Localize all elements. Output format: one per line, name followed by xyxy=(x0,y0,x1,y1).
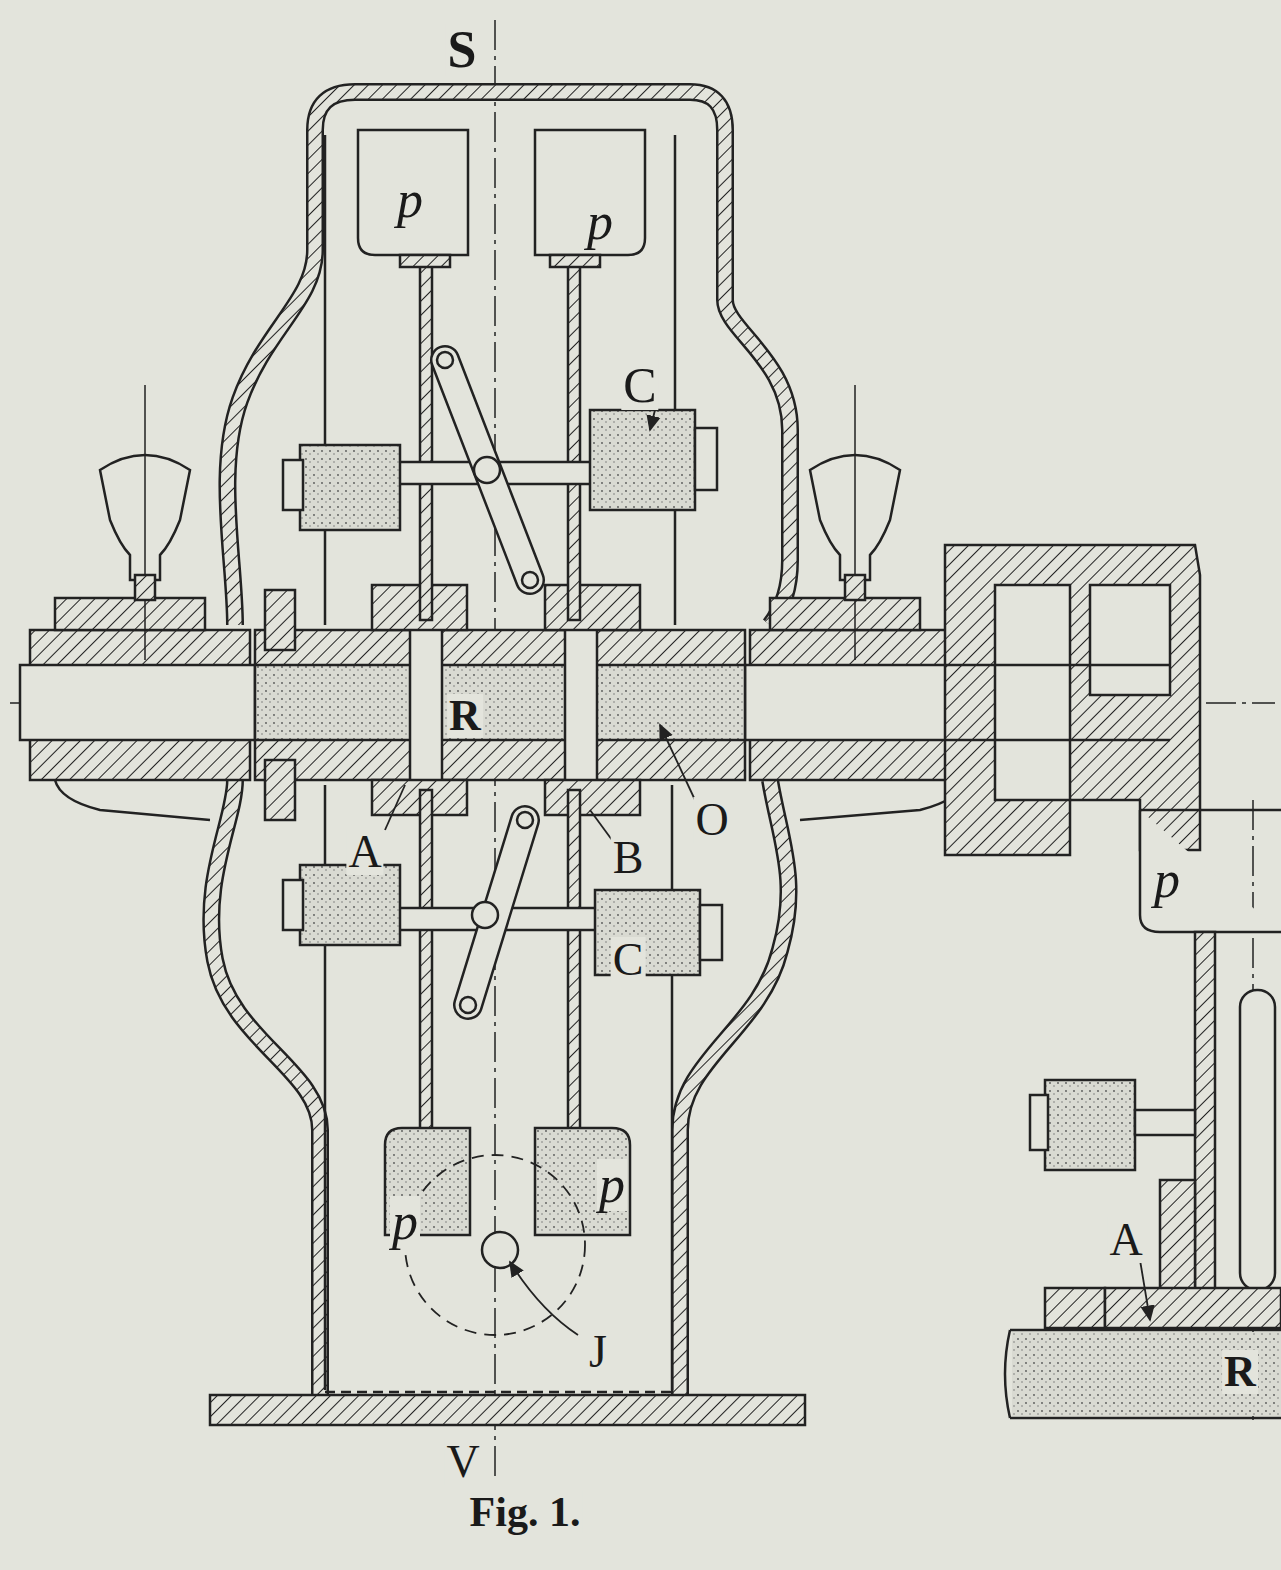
part-letter: B xyxy=(611,835,646,881)
part-letter: C xyxy=(611,937,646,983)
part-letter: A xyxy=(346,829,383,875)
figure-caption: Fig. 1. xyxy=(468,1491,583,1533)
part-letter: p xyxy=(395,174,425,226)
part-letter: R xyxy=(1222,1350,1258,1394)
part-letter: V xyxy=(444,1439,481,1485)
part-letter: R xyxy=(447,694,483,738)
part-letter: p xyxy=(390,1196,420,1248)
part-letter: A xyxy=(1107,1217,1144,1263)
part-letter: p xyxy=(585,196,615,248)
part-letter: S xyxy=(446,24,479,76)
part-letter: J xyxy=(587,1329,609,1375)
part-letter: p xyxy=(1152,854,1182,906)
part-letter: p xyxy=(597,1159,627,1211)
part-letter: O xyxy=(693,797,730,843)
part-letter: C xyxy=(621,360,658,410)
